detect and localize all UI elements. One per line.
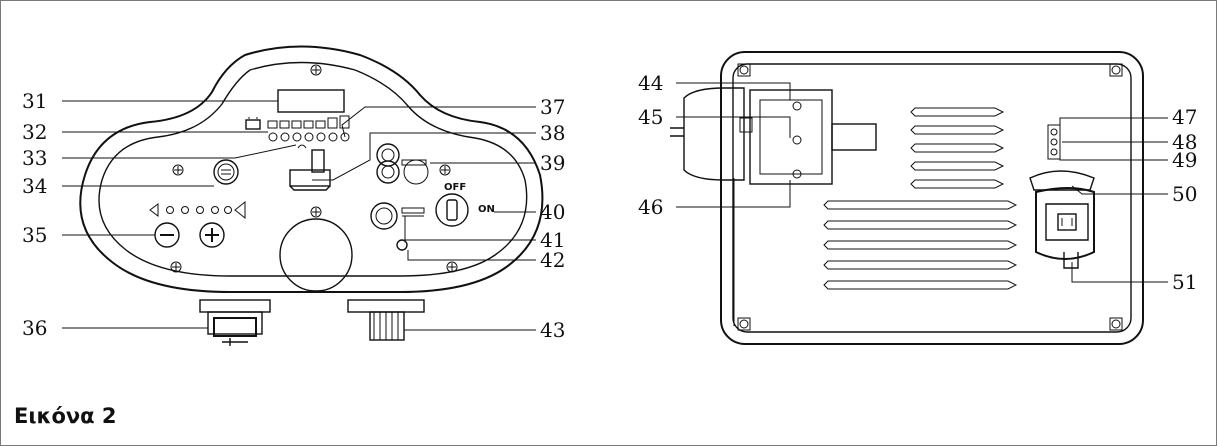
screw-icon (170, 261, 182, 273)
indicator-leds (268, 132, 350, 142)
callout-50: 50 (1172, 182, 1197, 206)
joystick-base (279, 218, 353, 292)
callout-35: 35 (22, 223, 47, 247)
speed-indicator (149, 200, 246, 220)
figure-caption: Εικόνα 2 (14, 404, 117, 428)
battery-icon (245, 117, 261, 130)
callout-46: 46 (638, 195, 663, 219)
right-connector (347, 299, 425, 341)
rear-panel-inner (732, 63, 1132, 333)
hook-part (297, 144, 307, 149)
left-leader-lines (62, 100, 536, 331)
callout-39: 39 (540, 151, 565, 175)
callout-42: 42 (540, 248, 565, 272)
lower-vents (823, 200, 1018, 290)
console-outline (79, 45, 544, 293)
callout-49: 49 (1172, 148, 1197, 172)
callout-32: 32 (22, 120, 47, 144)
horn-button (213, 159, 239, 185)
toggle-switch (289, 149, 331, 191)
callout-33: 33 (22, 146, 47, 170)
key-switch (435, 193, 469, 227)
callout-43: 43 (540, 318, 565, 342)
screw-icon (737, 317, 751, 331)
callout-41: 41 (540, 228, 565, 252)
callout-44: 44 (638, 71, 663, 95)
screw-icon (446, 261, 458, 273)
callout-47: 47 (1172, 105, 1197, 129)
left-connector (199, 299, 271, 346)
callout-38: 38 (540, 121, 565, 145)
screw-icon (439, 164, 451, 176)
charge-indicator (396, 239, 408, 251)
callout-31: 31 (22, 89, 47, 113)
status-leds (1047, 124, 1061, 160)
rear-panel-outline (720, 51, 1144, 345)
callout-34: 34 (22, 174, 47, 198)
callout-48: 48 (1172, 130, 1197, 154)
callout-40: 40 (540, 200, 565, 224)
screw-icon (737, 63, 751, 77)
screw-icon (1109, 317, 1123, 331)
display-screen (277, 89, 345, 113)
console-inner-outline (98, 61, 528, 277)
screw-icon (1109, 63, 1123, 77)
key-off-label: OFF (444, 182, 466, 193)
control-console: OFF ON (79, 45, 544, 346)
callout-37: 37 (540, 95, 565, 119)
hazard-button (370, 202, 425, 230)
right-leader-lines (676, 82, 1168, 326)
light-button (376, 143, 429, 185)
key-on-label: ON (478, 204, 495, 215)
screw-icon (172, 164, 184, 176)
upper-vents (910, 107, 1005, 189)
screw-icon (310, 206, 322, 218)
callout-51: 51 (1172, 270, 1197, 294)
speed-down-button (154, 222, 180, 248)
level-bar-segments (267, 115, 350, 129)
speed-up-button (199, 222, 225, 248)
rear-panel (670, 51, 1144, 345)
charging-socket (1029, 170, 1095, 269)
callout-36: 36 (22, 316, 47, 340)
screw-icon (310, 64, 322, 76)
callout-45: 45 (638, 105, 663, 129)
charger-cover (670, 87, 877, 185)
